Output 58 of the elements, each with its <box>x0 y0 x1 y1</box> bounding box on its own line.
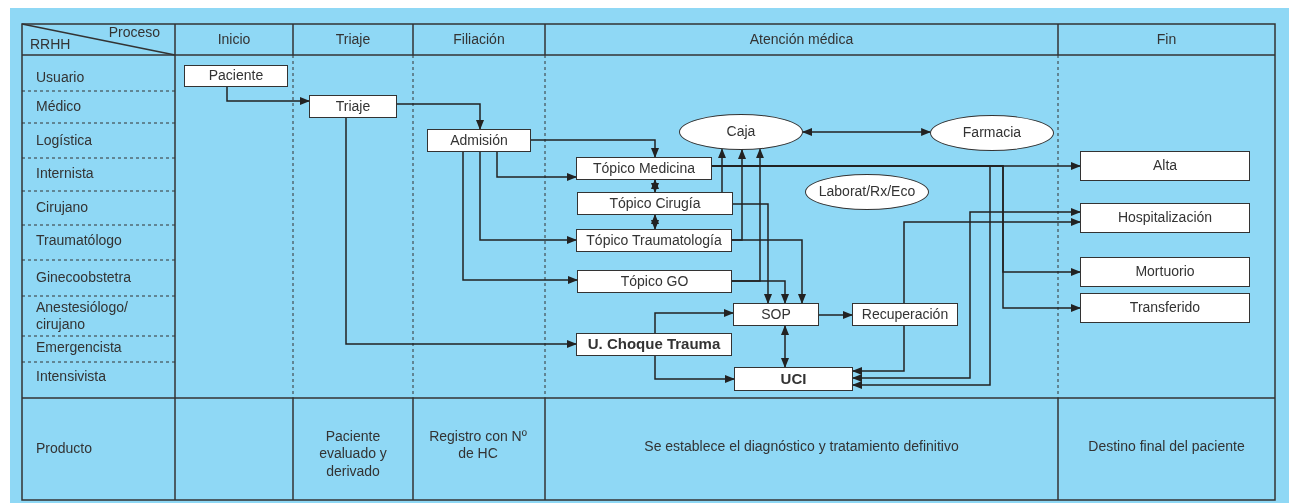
column-header: Inicio <box>216 30 252 50</box>
column-header: Filiación <box>452 30 506 50</box>
header-cell-text: RRHH <box>30 36 72 54</box>
arrow <box>651 214 659 230</box>
row-label: Logística <box>36 131 94 151</box>
row-label: Internista <box>36 164 95 184</box>
process-box: Tópico Medicina <box>576 157 712 180</box>
arrow <box>479 151 577 244</box>
arrow <box>226 86 310 105</box>
column-header: Atención médica <box>748 30 855 50</box>
row-label: Ginecoobstetra <box>36 268 132 288</box>
arrow <box>654 309 734 334</box>
process-box: Paciente <box>184 65 288 87</box>
arrow <box>818 311 853 319</box>
process-box: Mortuorio <box>1080 257 1250 287</box>
arrow <box>731 280 789 304</box>
process-box: UCI <box>734 367 853 391</box>
process-box: Admisión <box>427 129 531 152</box>
arrow <box>654 355 735 383</box>
table-cell-text: Paciente evaluado y derivado <box>318 426 388 481</box>
process-box: Tópico Cirugía <box>577 192 733 215</box>
arrow <box>802 128 932 136</box>
row-label: Emergencista <box>36 338 123 358</box>
arrow <box>852 325 905 375</box>
arrow <box>496 151 577 181</box>
arrow <box>345 117 577 348</box>
arrow <box>718 148 726 193</box>
arrow <box>651 179 659 193</box>
row-label: Intensivista <box>36 367 108 387</box>
process-box: Hospitalización <box>1080 203 1250 233</box>
table-cell-text: Registro con Nº de HC <box>428 426 528 463</box>
row-label: Usuario <box>36 68 86 88</box>
process-box: Tópico GO <box>577 270 732 293</box>
column-header: Triaje <box>334 30 372 50</box>
table-cell-text: Destino final del paciente <box>1087 437 1246 457</box>
process-box: SOP <box>733 303 819 326</box>
column-header: Fin <box>1155 30 1178 50</box>
process-box: Recuperación <box>852 303 958 326</box>
row-label: Cirujano <box>36 198 90 218</box>
row-label: Producto <box>36 439 94 459</box>
row-label: Médico <box>36 97 83 117</box>
arrow <box>852 208 1081 382</box>
arrow <box>530 139 659 158</box>
process-box: Transferido <box>1080 293 1250 323</box>
arrow <box>903 218 1081 304</box>
arrow <box>732 203 772 304</box>
process-box: Alta <box>1080 151 1250 181</box>
table-cell-text: Se establece el diagnóstico y tratamiento definitivo <box>643 437 960 457</box>
row-label: Anestesiólogo/ cirujano <box>36 297 129 334</box>
row-label: Traumatólogo <box>36 231 123 251</box>
arrow <box>462 151 578 284</box>
process-box: Triaje <box>309 95 397 118</box>
process-box: U. Choque Trauma <box>576 333 732 356</box>
arrow <box>396 103 484 130</box>
process-box: Tópico Traumatología <box>576 229 732 252</box>
arrow <box>731 239 806 304</box>
arrow <box>781 325 789 368</box>
header-cell-text: Proceso <box>107 25 160 41</box>
